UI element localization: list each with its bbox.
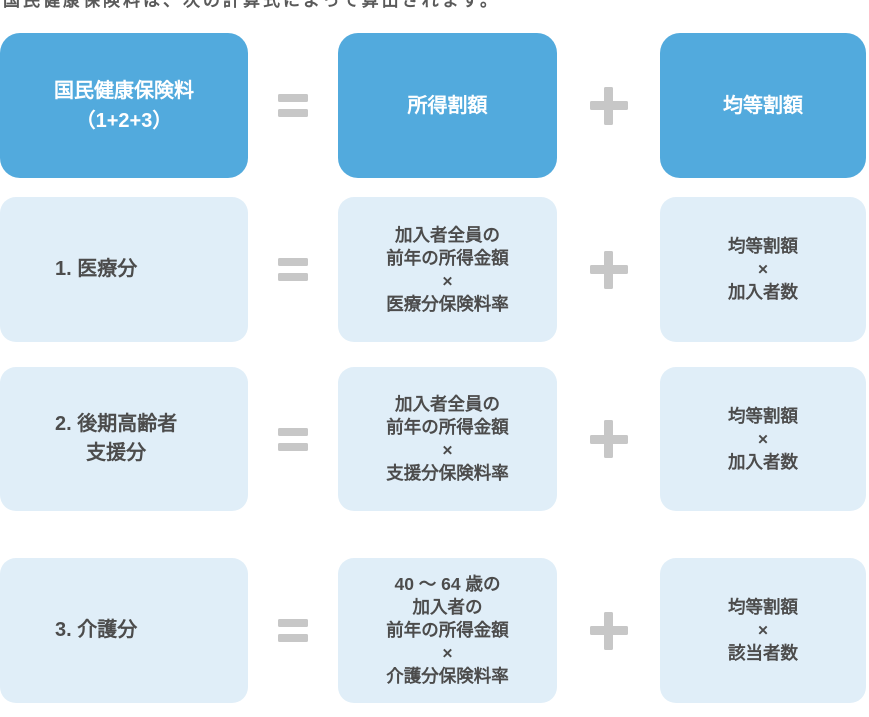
box-support-income-formula: 加入者全員の 前年の所得金額 × 支援分保険料率: [338, 367, 557, 511]
box-support-percapita-formula: 均等割額 × 加入者数: [660, 367, 866, 511]
box-income-portion: 所得割額: [338, 33, 557, 178]
plus-icon: [589, 611, 628, 650]
plus-operator: [557, 197, 660, 342]
box-care-income-formula-text: 40 〜 64 歳の 加入者の 前年の所得金額 × 介護分保険料率: [386, 574, 509, 686]
plus-icon: [589, 250, 628, 289]
plus-operator: [557, 558, 660, 703]
box-elderly-support-label: 2. 後期高齢者 支援分: [55, 413, 178, 464]
equals-operator: [248, 33, 338, 178]
equals-operator: [248, 197, 338, 342]
box-care-label: 3. 介護分: [55, 619, 138, 641]
box-percapita-portion-label: 均等割額: [723, 94, 803, 117]
box-care-percapita-formula-text: 均等割額 × 該当者数: [728, 597, 798, 663]
cropped-heading: 国民健康保険料は、次の計算式によって算出されます。: [3, 0, 683, 8]
formula-grid: 国民健康保険料 （1+2+3） 所得割額 均等割額 1. 医療分: [0, 33, 866, 703]
equals-icon: [278, 258, 308, 281]
plus-icon: [589, 420, 628, 458]
box-care-income-formula: 40 〜 64 歳の 加入者の 前年の所得金額 × 介護分保険料率: [338, 558, 557, 703]
equals-operator: [248, 558, 338, 703]
box-care-percapita-formula: 均等割額 × 該当者数: [660, 558, 866, 703]
box-medical-percapita-formula: 均等割額 × 加入者数: [660, 197, 866, 342]
box-support-income-formula-text: 加入者全員の 前年の所得金額 × 支援分保険料率: [386, 394, 509, 483]
box-total-premium-label: 国民健康保険料 （1+2+3）: [54, 79, 194, 132]
equals-icon: [278, 427, 308, 451]
box-total-premium: 国民健康保険料 （1+2+3）: [0, 33, 248, 178]
box-income-portion-label: 所得割額: [407, 94, 488, 117]
plus-icon: [589, 86, 628, 125]
box-percapita-portion: 均等割額: [660, 33, 866, 178]
box-support-percapita-formula-text: 均等割額 × 加入者数: [728, 405, 798, 472]
plus-operator: [557, 33, 660, 178]
box-elderly-support: 2. 後期高齢者 支援分: [0, 367, 248, 511]
plus-operator: [557, 367, 660, 511]
cropped-heading-text: 国民健康保険料は、次の計算式によって算出されます。: [3, 0, 500, 8]
box-medical-income-formula: 加入者全員の 前年の所得金額 × 医療分保険料率: [338, 197, 557, 342]
box-medical-income-formula-text: 加入者全員の 前年の所得金額 × 医療分保険料率: [386, 224, 509, 314]
equals-icon: [278, 94, 308, 117]
box-medical-percapita-formula-text: 均等割額 × 加入者数: [728, 236, 798, 302]
box-medical-label: 1. 医療分: [55, 258, 138, 280]
box-care: 3. 介護分: [0, 558, 248, 703]
equals-icon: [278, 619, 308, 642]
box-medical: 1. 医療分: [0, 197, 248, 342]
equals-operator: [248, 367, 338, 511]
